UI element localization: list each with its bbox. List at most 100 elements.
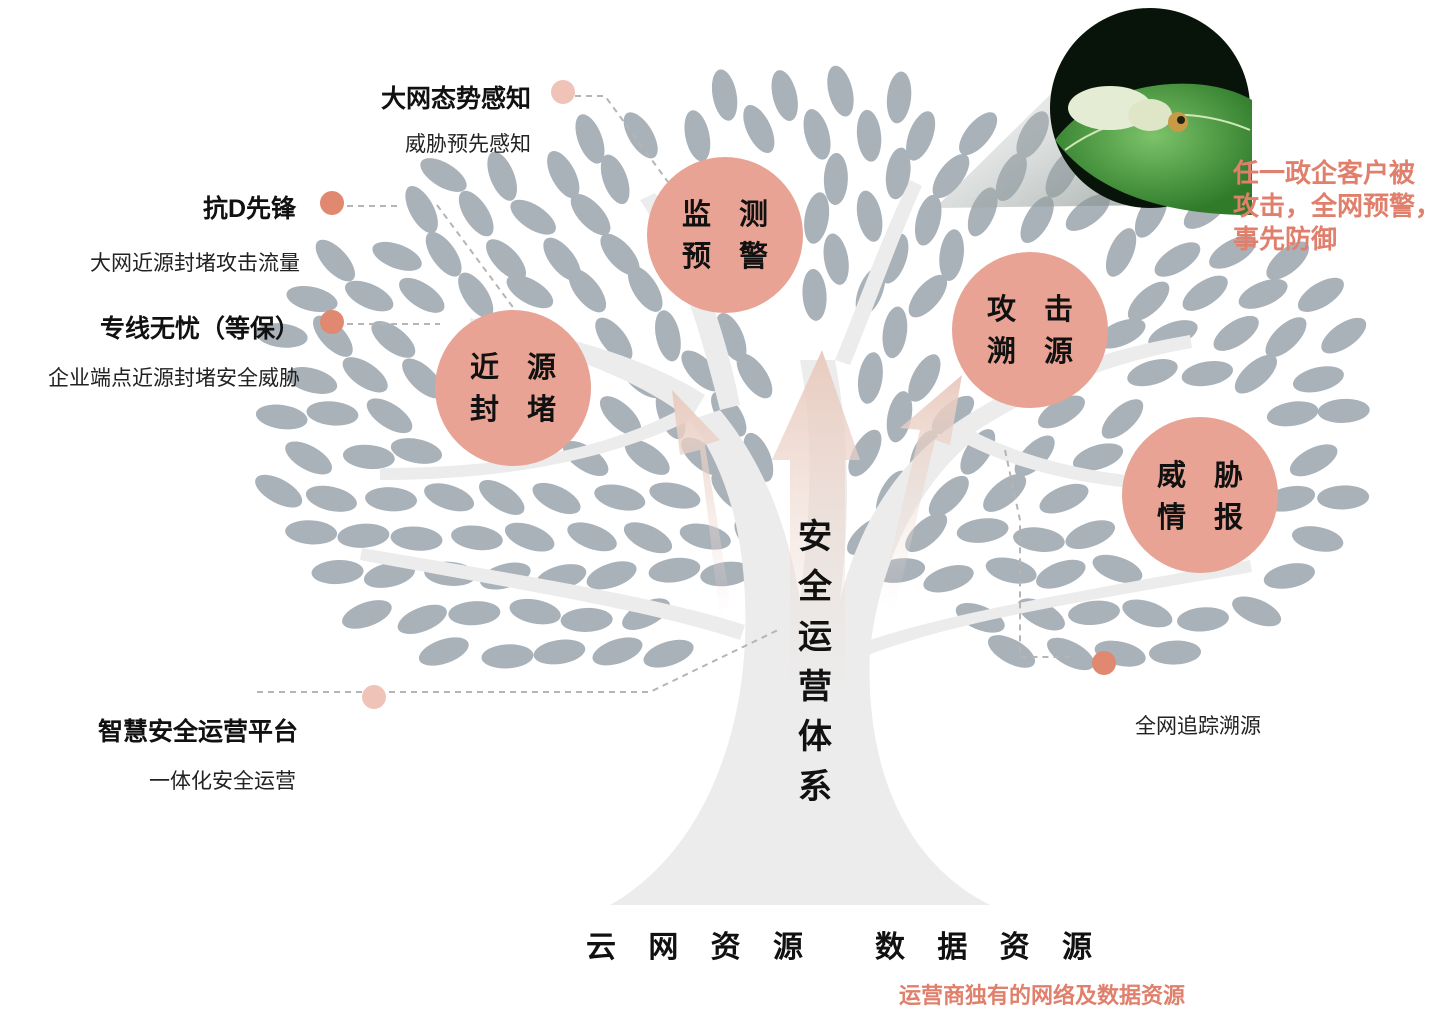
leaf [905,513,948,553]
leaf [1321,317,1367,354]
leaf [372,241,422,271]
leaf [983,474,1027,512]
leaf [743,104,775,154]
leaf [255,404,308,430]
leaf [543,237,581,281]
leaf [1020,196,1054,244]
leaf [1234,354,1277,394]
node-monitor-line1: 监 测 [681,199,779,231]
leaf [363,561,415,588]
leaf [886,391,913,443]
leaf [1036,559,1086,589]
leaf [928,475,969,517]
growth-arrows [672,350,962,700]
leaf [906,111,936,161]
leaf [285,520,338,545]
leaf [716,312,747,362]
leaf [1039,483,1089,514]
anti-d-title: 抗D先锋 [202,195,296,223]
capability-circles [435,157,1278,573]
leaf [711,69,738,121]
leaf [451,525,503,551]
leaf [1127,359,1178,387]
node-attack-trace-line2: 溯 源 [986,336,1084,368]
caterpillar-photo [1050,8,1252,215]
leaf [655,310,681,362]
leaf [390,526,443,551]
node-monitor-warning: 监 测 预 警 [660,194,800,278]
leaf [1289,444,1338,477]
leaf [425,231,462,277]
leaf [1232,596,1282,627]
node-near-source-line2: 封 堵 [469,394,567,426]
leaf [311,559,364,585]
leaf [1297,277,1344,312]
data-resource-label: 数 据 资 源 [875,931,1105,964]
leaf [886,71,912,124]
callout-line1: 任一政企客户被 [1233,158,1416,188]
leaf [397,604,447,635]
leaf [771,70,798,121]
leaf [509,598,561,625]
leaf [624,439,670,475]
leaf [600,233,640,276]
leaf [486,239,527,281]
leaf [1127,281,1170,322]
leaf [623,112,658,159]
leaf [424,483,475,512]
leaf [627,266,663,312]
leaf [255,474,303,508]
leaf [736,353,773,399]
leaf [857,352,883,404]
leaf [1182,275,1228,311]
leaf [684,110,711,162]
leaf [366,398,413,434]
leaf [510,199,556,235]
leaf [458,272,494,318]
leaf [306,401,359,426]
leaf [700,561,752,587]
platform-title: 智慧安全运营平台 [97,718,298,746]
leaf [1065,520,1116,549]
leaf [390,438,443,464]
leaf [568,269,607,313]
trace-sub: 全网追踪溯源 [1135,715,1261,738]
cloud-resource-label: 云 网 资 源 [586,931,816,964]
leaf [285,441,333,475]
leaf [823,152,848,205]
leaf [1047,637,1095,671]
leaf [567,522,617,552]
leaf [1317,398,1370,423]
leaf [1213,315,1259,351]
leaf [985,557,1037,584]
leaf [1013,527,1065,552]
leaf [885,147,911,200]
leaf [679,523,731,550]
leaf [448,601,501,626]
leaf [1292,366,1344,393]
leaf [643,639,694,668]
leaf [506,274,554,309]
node-near-source-line1: 近 源 [469,352,567,384]
node-near-source-block: 近 源 封 堵 [448,347,588,431]
marker-dots [320,80,1116,709]
leaf [1154,242,1201,277]
leaf [342,600,392,629]
leaf [1122,599,1173,628]
leaf [804,192,830,244]
leaf [479,480,525,515]
leaf [365,487,418,512]
leaf [345,280,394,312]
leaf [648,557,701,583]
callout-text: 任一政企客户被 攻击，全网预警， 事先防御 [1233,157,1441,256]
leaf [908,354,941,402]
leaf [1292,526,1344,552]
dedicated-title: 专线无忧（等保） [99,315,300,343]
leaf [286,367,338,394]
leaf [1096,318,1146,349]
leaf [595,317,633,362]
leaf [1092,554,1143,584]
leaf [586,561,637,590]
leaf [1266,401,1319,427]
leaf [575,114,605,164]
